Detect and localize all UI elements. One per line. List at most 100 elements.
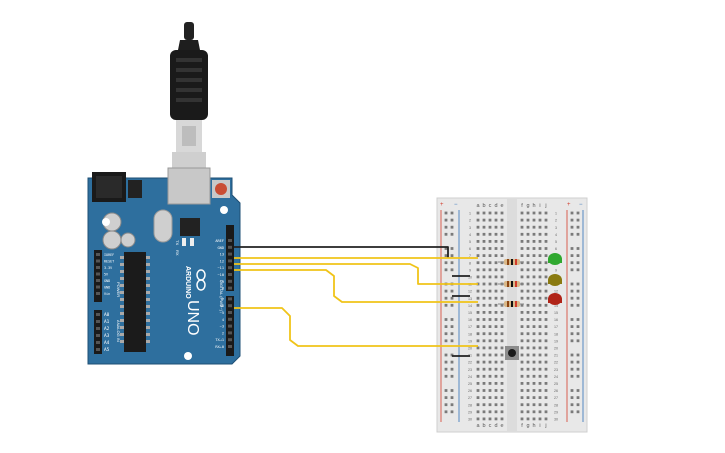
bb-rail-hole[interactable] [450, 360, 454, 364]
bb-hole[interactable] [538, 410, 542, 414]
bb-rail-hole[interactable] [570, 396, 574, 399]
bb-hole[interactable] [476, 332, 480, 336]
bb-hole[interactable] [488, 403, 492, 407]
bb-hole[interactable] [488, 346, 492, 350]
bb-hole[interactable] [500, 232, 504, 236]
bb-hole[interactable] [520, 289, 524, 293]
bb-hole[interactable] [488, 325, 492, 328]
bb-rail-hole[interactable] [444, 360, 448, 364]
bb-hole[interactable] [482, 254, 486, 257]
bb-hole[interactable] [500, 268, 504, 272]
bb-hole[interactable] [494, 382, 498, 385]
bb-hole[interactable] [488, 417, 492, 421]
bb-rail-hole[interactable] [444, 325, 448, 328]
bb-rail-hole[interactable] [444, 232, 448, 236]
bb-hole[interactable] [520, 232, 524, 236]
bb-rail-hole[interactable] [570, 282, 574, 286]
bb-hole[interactable] [520, 325, 524, 328]
bb-hole[interactable] [544, 417, 548, 421]
bb-hole[interactable] [544, 374, 548, 378]
resistor-3[interactable] [498, 301, 524, 307]
bb-hole[interactable] [500, 332, 504, 336]
power-pin[interactable] [96, 272, 100, 276]
bb-hole[interactable] [544, 410, 548, 414]
header-pin[interactable] [228, 345, 232, 348]
bb-hole[interactable] [532, 311, 536, 314]
bb-hole[interactable] [520, 396, 524, 399]
bb-hole[interactable] [476, 232, 480, 236]
bb-rail-hole[interactable] [450, 303, 454, 307]
bb-rail-hole[interactable] [576, 389, 580, 392]
bb-hole[interactable] [526, 240, 530, 243]
bb-hole[interactable] [544, 318, 548, 321]
bb-hole[interactable] [476, 382, 480, 385]
bb-hole[interactable] [526, 218, 530, 222]
bb-hole[interactable] [476, 396, 480, 399]
header-pin[interactable] [228, 252, 232, 256]
bb-hole[interactable] [482, 225, 486, 229]
bb-hole[interactable] [532, 325, 536, 328]
bb-hole[interactable] [494, 254, 498, 257]
bb-hole[interactable] [526, 339, 530, 343]
bb-hole[interactable] [500, 289, 504, 293]
bb-rail-hole[interactable] [444, 332, 448, 336]
bb-rail-hole[interactable] [444, 353, 448, 357]
bb-hole[interactable] [532, 218, 536, 222]
bb-hole[interactable] [476, 410, 480, 414]
bb-rail-hole[interactable] [576, 410, 580, 414]
bb-hole[interactable] [544, 311, 548, 314]
bb-hole[interactable] [476, 374, 480, 378]
bb-hole[interactable] [500, 367, 504, 371]
bb-hole[interactable] [532, 240, 536, 243]
bb-hole[interactable] [532, 339, 536, 343]
bb-hole[interactable] [488, 396, 492, 399]
bb-hole[interactable] [500, 218, 504, 222]
bb-hole[interactable] [526, 275, 530, 279]
bb-rail-hole[interactable] [570, 268, 574, 272]
bb-hole[interactable] [488, 360, 492, 364]
bb-hole[interactable] [488, 367, 492, 371]
bb-hole[interactable] [482, 367, 486, 371]
bb-hole[interactable] [526, 389, 530, 392]
bb-hole[interactable] [538, 374, 542, 378]
bb-hole[interactable] [494, 332, 498, 336]
bb-hole[interactable] [500, 275, 504, 279]
bb-hole[interactable] [482, 232, 486, 236]
bb-hole[interactable] [526, 382, 530, 385]
power-pin[interactable] [96, 279, 100, 282]
header-pin[interactable] [228, 286, 232, 290]
bb-hole[interactable] [520, 353, 524, 357]
bb-hole[interactable] [494, 417, 498, 421]
bb-hole[interactable] [482, 353, 486, 357]
bb-rail-hole[interactable] [570, 325, 574, 328]
bb-hole[interactable] [544, 403, 548, 407]
bb-hole[interactable] [482, 303, 486, 307]
bb-hole[interactable] [494, 225, 498, 229]
bb-hole[interactable] [532, 247, 536, 250]
bb-rail-hole[interactable] [450, 261, 454, 265]
bb-hole[interactable] [500, 311, 504, 314]
header-pin[interactable] [228, 317, 232, 321]
bb-hole[interactable] [482, 218, 486, 222]
bb-rail-hole[interactable] [444, 254, 448, 257]
bb-hole[interactable] [532, 374, 536, 378]
pushbutton[interactable] [505, 346, 519, 360]
bb-rail-hole[interactable] [570, 353, 574, 357]
bb-hole[interactable] [520, 211, 524, 215]
bb-hole[interactable] [476, 417, 480, 421]
bb-hole[interactable] [526, 232, 530, 236]
bb-hole[interactable] [482, 268, 486, 272]
bb-rail-hole[interactable] [570, 410, 574, 414]
bb-rail-hole[interactable] [570, 332, 574, 336]
bb-hole[interactable] [482, 275, 486, 279]
bb-hole[interactable] [500, 261, 504, 265]
header-pin[interactable] [228, 273, 232, 276]
bb-rail-hole[interactable] [444, 296, 448, 300]
header-pin[interactable] [228, 259, 232, 263]
bb-hole[interactable] [532, 268, 536, 272]
bb-hole[interactable] [520, 254, 524, 257]
bb-hole[interactable] [488, 303, 492, 307]
bb-hole[interactable] [544, 367, 548, 371]
analog-pin[interactable] [96, 334, 100, 337]
